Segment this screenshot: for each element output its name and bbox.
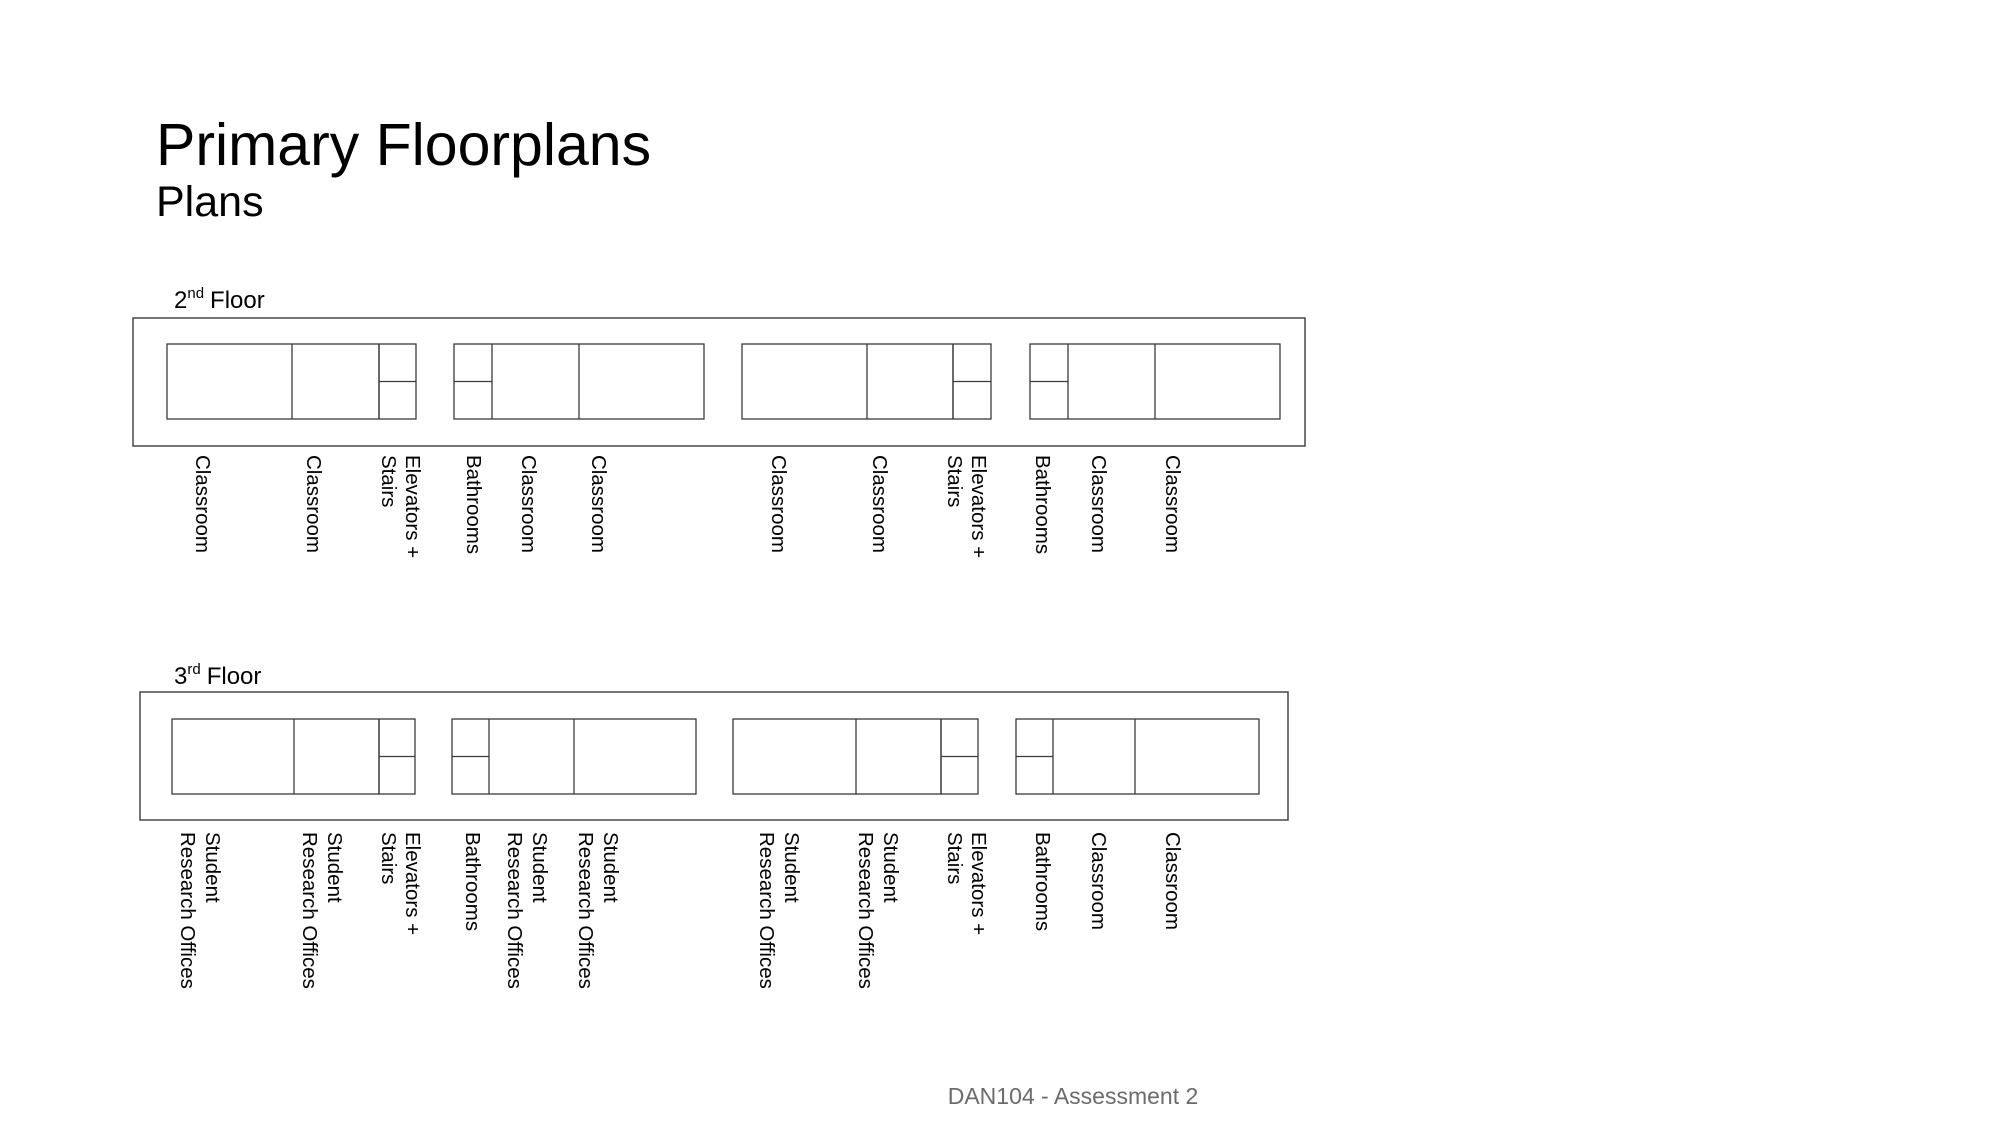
room-label: Classroom (1087, 832, 1110, 930)
room-label: Stairs (943, 455, 966, 507)
floor-2-suffix: nd (187, 285, 204, 302)
room-label: Classroom (1161, 832, 1184, 930)
room-label: Classroom (868, 455, 891, 553)
floor-2-number: 2 (174, 287, 187, 314)
room-label: Research Offices (503, 832, 526, 989)
room-label: Bathrooms (461, 832, 484, 931)
room-label: Student (201, 832, 224, 903)
page-subtitle: Plans (156, 178, 264, 226)
room-label: Elevators + (967, 832, 990, 935)
floor-3-rooms (171, 718, 1260, 795)
room-label: Student (780, 832, 803, 903)
room-label: Classroom (517, 455, 540, 553)
footer-text: DAN104 - Assessment 2 (948, 1083, 1199, 1109)
room-label: Elevators + (967, 455, 990, 558)
floor-3-suffix: rd (187, 661, 200, 678)
room-label: Student (879, 832, 902, 903)
room-label: Classroom (587, 455, 610, 553)
page-title: Primary Floorplans (156, 112, 651, 178)
room-label: Elevators + (401, 455, 424, 558)
room-label: Bathrooms (462, 455, 485, 554)
room-label: Student (323, 832, 346, 903)
room-label: Research Offices (755, 832, 778, 989)
room-label: Classroom (191, 455, 214, 553)
room-label: Stairs (377, 455, 400, 507)
floor-2-word: Floor (210, 287, 265, 314)
room-label: Stairs (943, 832, 966, 884)
room-label: Student (528, 832, 551, 903)
room-label: Student (599, 832, 622, 903)
room-label: Research Offices (298, 832, 321, 989)
room-label: Research Offices (574, 832, 597, 989)
room-label: Classroom (1087, 455, 1110, 553)
room-label: Bathrooms (1031, 832, 1054, 931)
room-label: Bathrooms (1031, 455, 1054, 554)
floor-3-outline (139, 691, 1289, 821)
room-label: Classroom (1161, 455, 1184, 553)
floor-2-rooms (166, 343, 1281, 420)
floor-2-label: 2nd Floor (174, 285, 265, 314)
room-label: Stairs (377, 832, 400, 884)
room-label: Classroom (767, 455, 790, 553)
floor-3-label: 3rd Floor (174, 661, 261, 690)
floor-3-number: 3 (174, 663, 187, 690)
floor-3-word: Floor (207, 663, 262, 690)
room-label: Research Offices (854, 832, 877, 989)
room-label: Classroom (302, 455, 325, 553)
room-label: Elevators + (401, 832, 424, 935)
room-label: Research Offices (176, 832, 199, 989)
floor-2-outline (132, 317, 1306, 447)
